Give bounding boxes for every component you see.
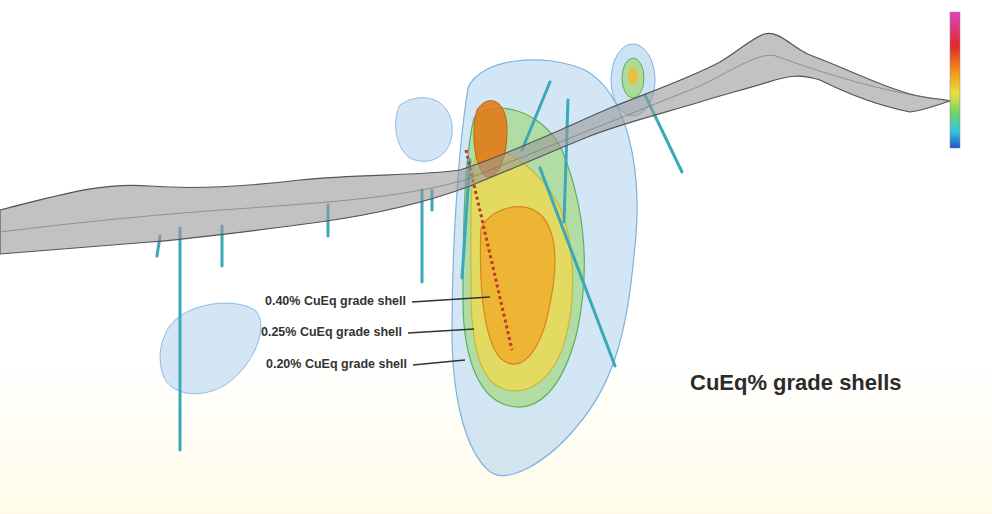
low-grade-shell [396,98,453,162]
shell-label: 0.25% CuEq grade shell [261,325,402,341]
low-grade-shell [160,303,261,394]
terrain-surface [0,33,950,254]
shell-label: 0.40% CuEq grade shell [265,294,406,310]
drill-holes [157,82,682,450]
terrain-contour [0,55,950,232]
leader-lines [408,297,490,365]
color-scale-bar [950,12,960,148]
grade-shell-040 [480,207,554,364]
grade-shell-025 [628,67,638,85]
shell-label: 0.20% CuEq grade shell [266,357,407,373]
grade-shell-025 [471,148,573,391]
grade-shell-020 [622,58,644,98]
figure-title: CuEq% grade shells [690,369,902,397]
